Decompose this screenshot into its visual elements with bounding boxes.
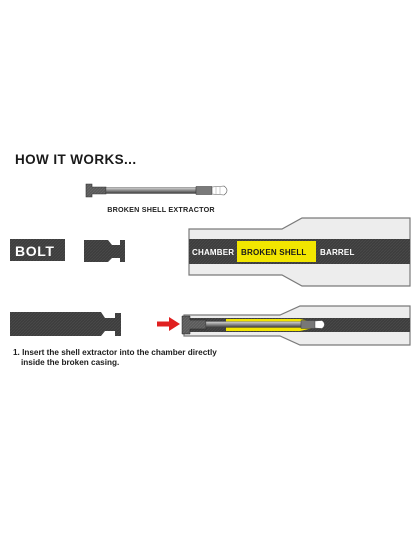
extractor-label: BROKEN SHELL EXTRACTOR xyxy=(107,205,215,214)
bolt-label-box: BOLT xyxy=(10,239,65,261)
chamber-label: CHAMBER xyxy=(192,248,234,257)
bolt-label: BOLT xyxy=(15,243,54,259)
insert-arrow xyxy=(157,317,180,331)
step-1-instruction: 1. Insert the shell extractor into the c… xyxy=(13,348,353,368)
broken-shell-label: BROKEN SHELL xyxy=(241,248,307,257)
shell-extractor-tool xyxy=(85,183,228,198)
step-1-line-1: 1. Insert the shell extractor into the c… xyxy=(13,348,217,357)
section-heading: HOW IT WORKS... xyxy=(15,152,137,167)
barrel-label: BARREL xyxy=(320,248,355,257)
barrel-bottom xyxy=(181,305,411,346)
step-1-line-2: inside the broken casing. xyxy=(21,358,120,367)
barrel-top: CHAMBER BROKEN SHELL BARREL xyxy=(188,217,411,287)
bolt-bottom xyxy=(10,312,121,336)
bolt-top xyxy=(84,240,125,262)
